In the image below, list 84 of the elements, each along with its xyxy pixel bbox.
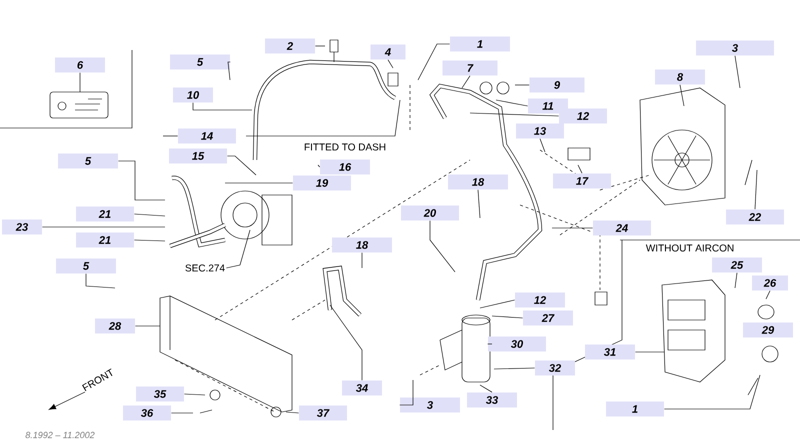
leader-line [226, 230, 250, 268]
callout-number: 29 [743, 322, 793, 338]
callout-number: 27 [523, 310, 573, 326]
leader-line [664, 374, 760, 410]
callout-number: 3 [400, 398, 460, 412]
leader-line [388, 60, 394, 68]
callout-number: 13 [516, 124, 564, 138]
callout-number: 19 [293, 176, 351, 190]
leader-line [171, 412, 194, 414]
leader-line [480, 384, 492, 392]
leader-line [86, 274, 116, 288]
leader-line [330, 304, 362, 380]
callout-number: 1 [606, 402, 664, 416]
callout-number: 9 [530, 78, 584, 92]
leader-line [462, 76, 470, 88]
callout-number: 34 [342, 380, 382, 396]
leader-line [514, 84, 530, 86]
callout-number: 16 [320, 160, 370, 174]
leader-line [224, 182, 293, 184]
callout-number: 37 [299, 406, 347, 420]
callout-number: 6 [55, 58, 105, 72]
callout-number: 4 [370, 44, 406, 60]
callout-number: 7 [442, 60, 498, 76]
callout-number: 20 [401, 206, 459, 220]
leader-line [192, 102, 252, 110]
callout-number: 8 [655, 70, 705, 84]
leader-line [734, 272, 738, 288]
section-heading: WITHOUT AIRCON [646, 244, 734, 252]
callout-number: 3 [696, 40, 774, 56]
callout-number: 26 [752, 276, 788, 290]
leader-line [42, 226, 166, 228]
callout-number: 17 [553, 174, 611, 188]
callout-number: 5 [58, 154, 118, 168]
callout-number: 32 [535, 360, 575, 376]
date-range: 8.1992 – 11.2002 [26, 432, 95, 438]
leader-line [134, 214, 166, 216]
callout-number: 14 [178, 128, 236, 144]
leader-line [734, 56, 740, 88]
callout-number: 24 [593, 220, 651, 236]
callout-number: 31 [585, 344, 635, 360]
leader-line [399, 380, 414, 406]
callout-number: 23 [2, 220, 42, 234]
callout-number: 21 [76, 206, 134, 222]
leader-line [680, 84, 684, 106]
leader-line [286, 412, 299, 414]
callout-number: 10 [173, 88, 213, 102]
leader-line [754, 170, 758, 210]
leader-line [318, 164, 320, 168]
leader-line [118, 160, 166, 200]
callout-number: 30 [488, 336, 546, 352]
leader-line [540, 138, 546, 152]
callout-number: 11 [528, 98, 568, 114]
leader-line [418, 44, 450, 80]
note-text: FITTED TO DASH [304, 143, 386, 151]
leader-line [494, 368, 535, 370]
callout-number: 5 [170, 54, 230, 70]
callout-number: 1 [450, 36, 510, 52]
callout-number: 5 [56, 258, 116, 274]
callout-number: 21 [76, 232, 134, 248]
callout-number: 18 [448, 174, 508, 190]
leader-line [480, 300, 515, 308]
callout-number: 36 [123, 406, 171, 420]
leader-line [227, 156, 256, 176]
leader-line [478, 190, 480, 218]
callout-number: 15 [169, 148, 227, 164]
callout-number: 33 [467, 392, 517, 408]
leader-line [578, 164, 582, 174]
callout-number: 28 [95, 318, 135, 334]
callout-number: 2 [265, 38, 315, 54]
leader-line [430, 220, 456, 272]
callout-number: 18 [332, 238, 392, 252]
callout-number: 12 [515, 292, 565, 308]
leader-line [228, 62, 231, 80]
leader-line [184, 394, 206, 396]
leader-line [496, 100, 528, 106]
callout-number: 25 [712, 258, 762, 272]
callout-number: 35 [136, 386, 184, 402]
callout-number: 12 [559, 108, 607, 124]
callout-number: 22 [726, 210, 784, 224]
leader-line [766, 290, 770, 300]
leader-line [134, 240, 166, 242]
reference-text: SEC.274 [185, 264, 225, 272]
leader-line [492, 316, 523, 318]
leader-line [470, 112, 559, 116]
